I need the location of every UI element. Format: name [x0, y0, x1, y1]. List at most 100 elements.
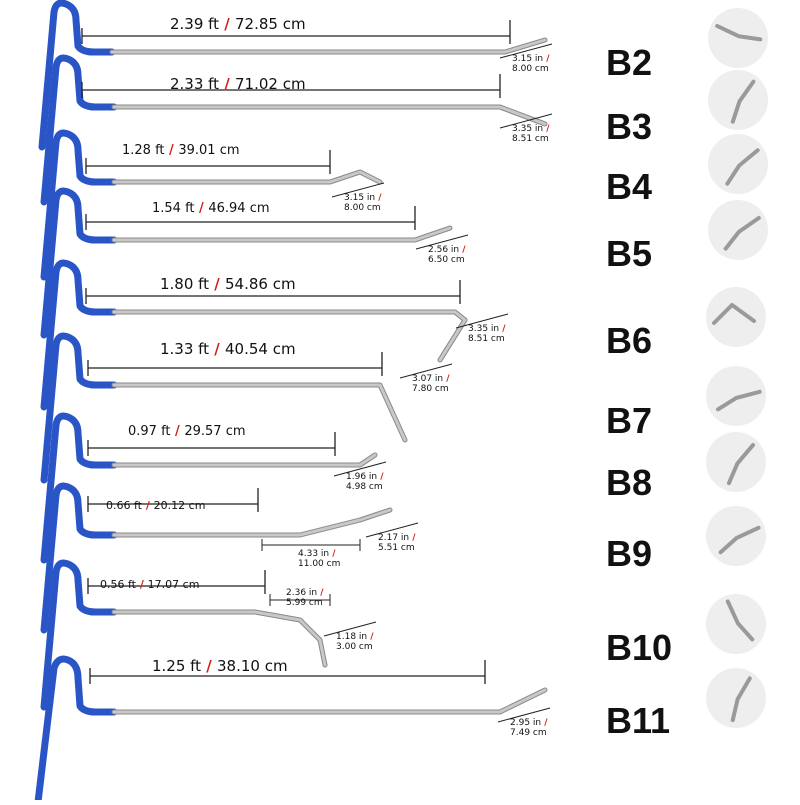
handle-B3 [40, 54, 100, 206]
length-ft: 1.25 ft [152, 657, 202, 675]
tip-in: 2.17 in [378, 533, 410, 543]
length-ft: 2.33 ft [170, 75, 220, 93]
tip-bracket-B9 [365, 522, 419, 538]
separator: / [209, 340, 226, 358]
separator: / [317, 588, 324, 598]
tip-bracket-B10 [323, 621, 377, 637]
length-label-B8: 0.97 ft / 29.57 cm [128, 424, 246, 439]
separator: / [170, 424, 185, 439]
tip-shape [712, 303, 756, 325]
model-label-B9: B9 [606, 533, 653, 574]
separator: / [543, 124, 550, 134]
tip-in: 3.07 in [412, 374, 444, 384]
rod-highlight-B5 [112, 226, 452, 242]
separator: / [541, 718, 548, 728]
tip-in: 3.15 in [512, 54, 544, 64]
rod-B2 [109, 37, 548, 55]
tip-bracket-B7 [399, 363, 453, 379]
tip-thumbnail-rod-B7 [716, 389, 762, 412]
tip-label-B2: 3.15 in /8.00 cm [512, 54, 550, 74]
tip-thumbnail-rod-B3 [730, 79, 756, 124]
length-ft: 0.97 ft [128, 424, 171, 439]
tip-thumbnail-rod-B2 [715, 24, 763, 42]
rod-highlight-B10 [112, 610, 327, 667]
tip-bracket-B4 [331, 182, 385, 198]
handle-B7 [40, 332, 100, 484]
tip-shape [726, 443, 755, 486]
model-label-B2: B2 [606, 42, 653, 83]
separator: / [377, 472, 384, 482]
model-label-B8: B8 [606, 462, 653, 503]
separator: / [375, 193, 382, 203]
tip-thumbnail-rod-B10 [725, 599, 755, 642]
mid-cm: 11.00 cm [298, 559, 341, 569]
rod-highlight-B9 [112, 508, 392, 537]
length-cm: 46.94 cm [208, 201, 270, 216]
rod-B3 [111, 104, 548, 127]
length-cm: 17.07 cm [147, 578, 200, 591]
length-label-B2: 2.39 ft / 72.85 cm [170, 15, 306, 33]
tip-cm: 6.50 cm [428, 255, 465, 265]
tip-shape [730, 676, 752, 723]
tip-bracket-B6 [455, 313, 509, 329]
handle-B2 [38, 0, 98, 151]
tip-bracket-B2 [499, 43, 553, 59]
separator: / [443, 374, 450, 384]
tip-label-B3: 3.35 in /8.51 cm [512, 124, 550, 144]
length-cm: 39.01 cm [178, 143, 240, 158]
tip-cm: 8.00 cm [512, 64, 549, 74]
mid-in: 2.36 in [286, 588, 318, 598]
separator: / [194, 201, 209, 216]
rod-highlight-B3 [112, 105, 547, 126]
tip-in: 1.96 in [346, 472, 378, 482]
tip-bracket-B3 [499, 113, 553, 129]
handle-B11 [34, 655, 100, 805]
length-cm: 71.02 cm [235, 75, 306, 93]
length-label-B5: 1.54 ft / 46.94 cm [152, 201, 270, 216]
model-label-B11: B11 [606, 700, 671, 741]
tip-cm: 4.98 cm [346, 482, 383, 492]
tip-label-B11: 2.95 in /7.49 cm [510, 718, 548, 738]
separator: / [164, 143, 179, 158]
mid-cm: 5.99 cm [286, 598, 323, 608]
length-label-B10: 0.56 ft / 17.07 cm [100, 578, 199, 591]
tip-label-B8: 1.96 in /4.98 cm [346, 472, 384, 492]
length-ft: 0.56 ft [100, 578, 136, 591]
tip-shape [723, 216, 761, 251]
model-label-B7: B7 [606, 400, 653, 441]
tip-cm: 7.80 cm [412, 384, 449, 394]
separator: / [219, 15, 236, 33]
length-cm: 40.54 cm [225, 340, 296, 358]
tip-thumbnail-rod-B6 [712, 303, 756, 325]
tip-in: 2.56 in [428, 245, 460, 255]
tip-in: 3.35 in [468, 324, 500, 334]
length-label-B9: 0.66 ft / 20.12 cm [106, 499, 205, 512]
tip-thumbnail-rod-B8 [726, 443, 755, 486]
handle-B8 [40, 412, 100, 564]
tip-shape [730, 79, 756, 124]
tip-thumbnail-rod-B11 [730, 676, 752, 723]
tip-shape [715, 24, 763, 42]
tip-in: 3.15 in [344, 193, 376, 203]
tip-bracket-B8 [333, 461, 387, 477]
length-ft: 1.28 ft [122, 143, 165, 158]
tip-thumbnail-rod-B9 [718, 525, 761, 555]
tip-cm: 8.51 cm [468, 334, 505, 344]
separator: / [543, 54, 550, 64]
length-ft: 2.39 ft [170, 15, 220, 33]
rod-highlight-B6 [112, 310, 467, 362]
rod-highlight-B8 [112, 453, 377, 467]
tip-in: 3.35 in [512, 124, 544, 134]
model-label-B10: B10 [606, 627, 673, 668]
length-label-B6: 1.80 ft / 54.86 cm [160, 275, 296, 293]
rod-B5 [111, 225, 453, 243]
rod-highlight-B7 [112, 383, 407, 442]
tip-in: 1.18 in [336, 632, 368, 642]
separator: / [499, 324, 506, 334]
tip-bracket-B5 [415, 234, 469, 250]
handle-B6 [40, 259, 100, 411]
rod-highlight-B4 [112, 170, 382, 184]
mid-label-B10: 2.36 in /5.99 cm [286, 588, 324, 608]
tip-shape [716, 389, 762, 412]
